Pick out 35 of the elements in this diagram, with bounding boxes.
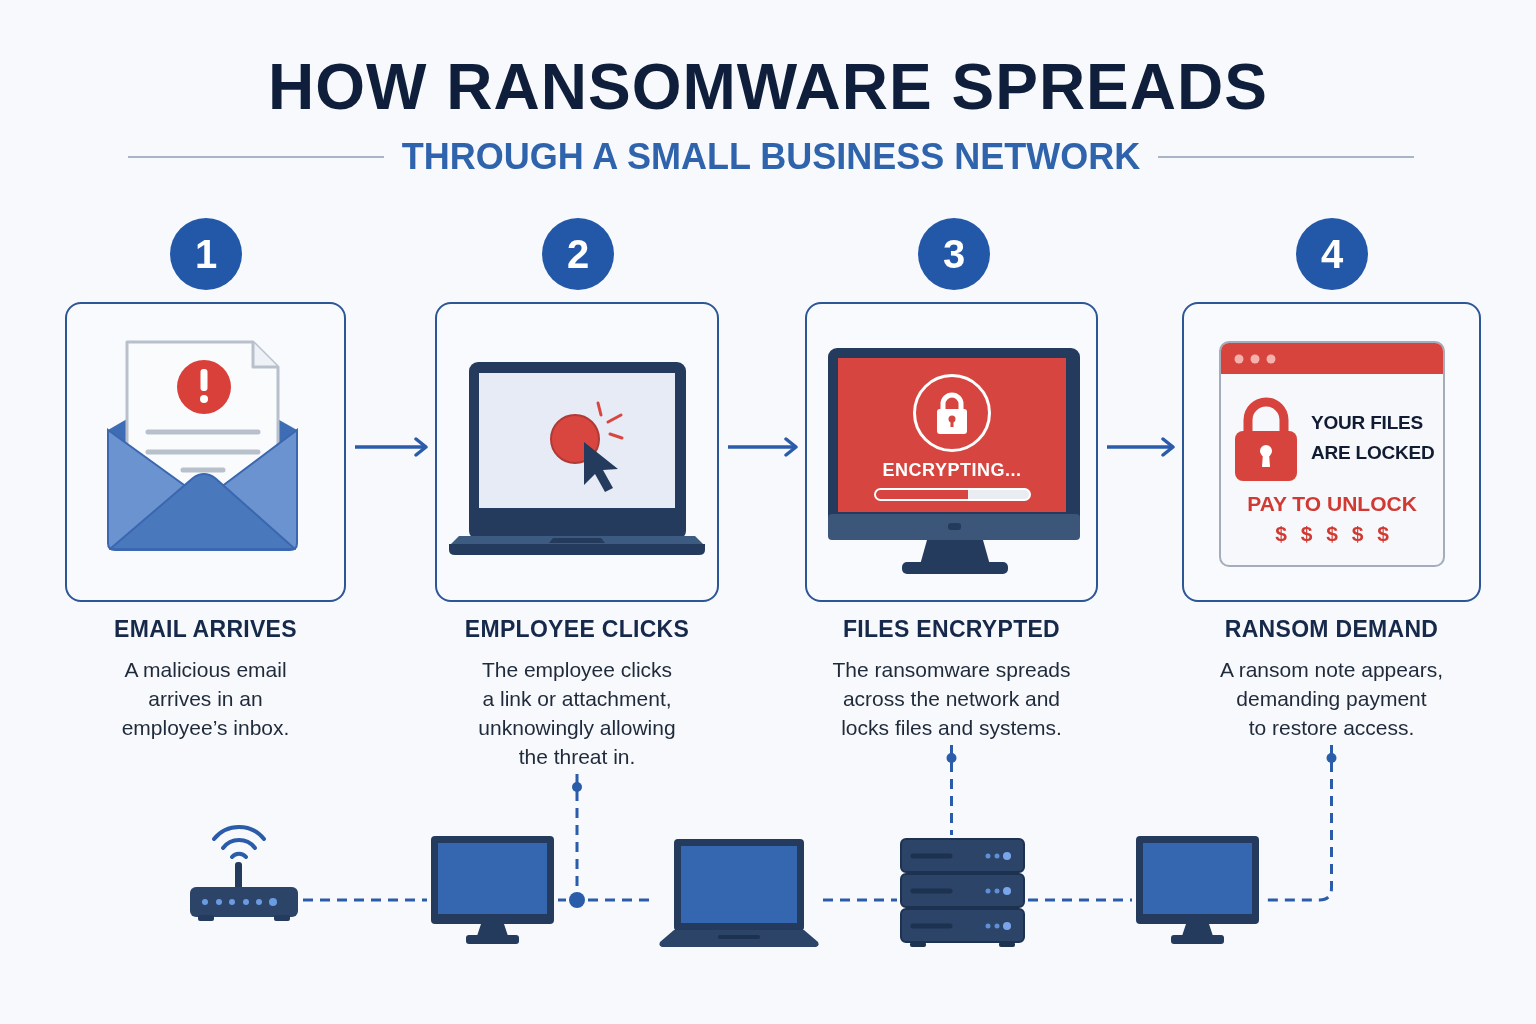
junction-dot [569,892,585,908]
dashed-connector [1028,898,1132,902]
step-description: A malicious email arrives in an employee’s inbox. [120,657,291,741]
step-number: 4 [1296,218,1368,290]
step-description: The ransomware spreads across the network and locks files and systems. [831,657,1072,741]
dollar-signs: $ $ $ $ $ [1275,521,1389,547]
step-heading: EMPLOYEE CLICKS [464,615,690,643]
laptop-icon [658,838,820,948]
status-text: ENCRYPTING... [882,459,1022,482]
arrow [355,437,428,457]
desktop-icon [1135,835,1260,945]
router-icon [188,822,300,922]
dashed-connector [303,898,427,902]
payment-text: PAY TO UNLOCK [1247,491,1417,517]
dashed-connector [572,774,582,889]
step-number: 2 [542,218,614,290]
step-number: 3 [918,218,990,290]
title: HOW RANSOMWARE SPREADS [268,50,1268,125]
step-heading: EMAIL ARRIVES [114,615,297,643]
server-icon [900,838,1025,948]
step-description: The employee clicks a link or attachment, unknowingly allowing the threat in. [477,657,677,770]
arrow [728,437,798,457]
dashed-connector [823,898,897,902]
dashed-connector [558,898,566,902]
step-number: 1 [170,218,242,290]
encryption-screen [838,358,1066,512]
step-heading: RANSOM DEMAND [1224,615,1439,643]
step-heading: FILES ENCRYPTED [842,615,1061,643]
warning-text: YOUR FILES ARE LOCKED [1311,411,1436,465]
desktop-icon [430,835,555,945]
dashed-connector [946,745,957,835]
arrow [1107,437,1175,457]
subtitle: THROUGH A SMALL BUSINESS NETWORK [401,135,1141,179]
ransom-window [1219,341,1445,567]
step-description: A ransom note appears, demanding payment to restore access. [1219,657,1444,741]
